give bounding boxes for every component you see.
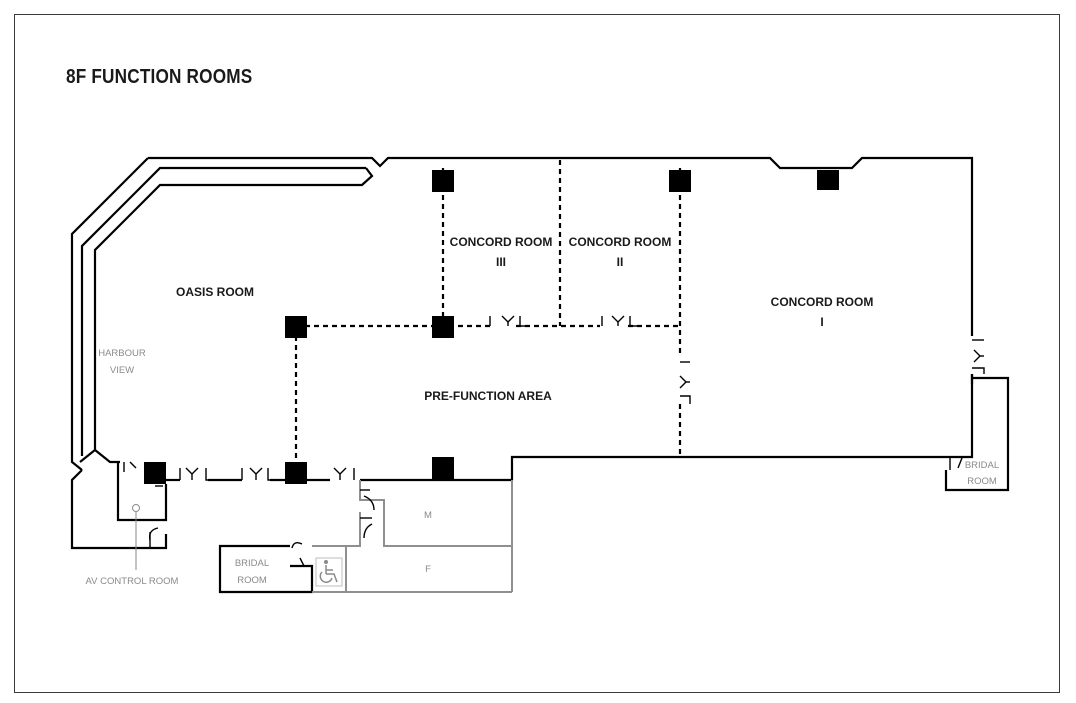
label-restroom-f: F xyxy=(425,564,431,575)
column-icon xyxy=(432,457,454,479)
wall-av-room xyxy=(70,469,168,550)
label-oasis-room: OASIS ROOM xyxy=(176,285,254,299)
accessible-wc-wall xyxy=(312,545,347,593)
column-icon xyxy=(432,316,454,338)
doors xyxy=(123,315,985,567)
column-icon xyxy=(285,462,307,484)
service-corridor-wall-b xyxy=(346,512,361,547)
label-concord1-name: CONCORD ROOM xyxy=(771,295,874,309)
label-av-control-room: AV CONTROL ROOM xyxy=(86,576,179,587)
door-icon xyxy=(148,527,159,548)
wall-south-west xyxy=(94,449,120,464)
label-concord2-name: CONCORD ROOM xyxy=(569,235,672,249)
label-harbour-view-2: VIEW xyxy=(110,365,134,376)
label-bridal-left-2: ROOM xyxy=(237,575,267,586)
door-icon xyxy=(241,467,276,481)
door-icon xyxy=(360,489,375,539)
wall-harbour-inner-b xyxy=(80,166,366,456)
service-walls xyxy=(312,480,513,593)
door-icon xyxy=(333,467,355,480)
door-icon xyxy=(949,457,963,470)
column-icon xyxy=(669,170,691,192)
label-concord3-name: CONCORD ROOM xyxy=(450,235,553,249)
partitions xyxy=(294,160,682,468)
door-icon xyxy=(679,361,691,404)
column-icon xyxy=(817,170,839,190)
label-concord1-number: I xyxy=(820,315,823,329)
columns xyxy=(144,170,839,484)
column-icon xyxy=(144,462,166,484)
label-concord2-number: II xyxy=(617,255,624,269)
wall-harbour-inner xyxy=(79,167,374,463)
page-title: 8F FUNCTION ROOMS xyxy=(66,66,253,88)
door-icon xyxy=(291,541,305,567)
service-corridor-wall xyxy=(359,480,512,547)
wall-northwest xyxy=(70,157,149,471)
map-frame xyxy=(14,14,1060,693)
av-pointer xyxy=(132,504,140,570)
label-bridal-right-2: ROOM xyxy=(967,476,997,487)
label-bridal-left-1: BRIDAL xyxy=(235,558,269,569)
label-harbour-view-1: HARBOUR xyxy=(98,348,146,359)
wall-bridal-right xyxy=(944,376,1010,492)
door-icon xyxy=(489,315,528,327)
label-prefunction-area: PRE-FUNCTION AREA xyxy=(424,389,552,403)
wall-north xyxy=(148,156,974,336)
label-bridal-right-1: BRIDAL xyxy=(965,460,999,471)
label-restroom-m: M xyxy=(424,510,432,521)
wall-av-room-inner xyxy=(116,462,168,522)
label-concord3-number: III xyxy=(496,255,506,269)
door-icon xyxy=(123,461,137,472)
wall-south-east xyxy=(360,374,974,482)
column-icon xyxy=(285,316,307,338)
outer-walls xyxy=(70,156,1010,594)
wheelchair-icon xyxy=(315,557,343,587)
column-icon xyxy=(432,170,454,192)
door-icon xyxy=(972,339,985,374)
door-icon xyxy=(179,467,214,481)
wall-bridal-left xyxy=(218,544,314,594)
door-icon xyxy=(601,315,638,327)
